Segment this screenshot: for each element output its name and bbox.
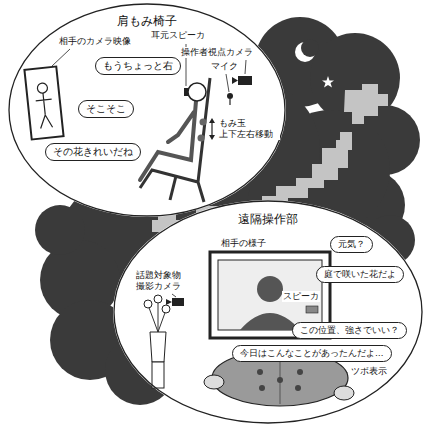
speech-bubble: その花きれいだね <box>45 143 141 161</box>
speech-bubble: 庭で咲いた花だよ <box>316 266 404 283</box>
hand <box>204 375 224 389</box>
region-title: 肩もみ椅子 <box>8 14 286 28</box>
pressure-point <box>277 377 283 383</box>
camera-icon <box>238 76 252 85</box>
speech-bubble: この位置、強さでいい？ <box>292 322 407 339</box>
massage-ball <box>198 135 205 142</box>
speech-bubble: そこそこ <box>78 100 134 118</box>
camera-image-frame <box>24 67 63 140</box>
leader-line <box>52 49 70 66</box>
speech-bubble: 今日はこんなことがあったんだよ… <box>232 345 392 362</box>
leader-line <box>226 74 229 92</box>
cloud-part <box>35 205 85 255</box>
picture-frame <box>24 67 63 140</box>
part-label: 相手の様子 <box>220 238 267 249</box>
figure-body <box>35 92 55 128</box>
massage-ball <box>200 119 207 126</box>
leader-line <box>172 294 176 297</box>
mic-stand <box>229 99 230 105</box>
camera-lens <box>232 77 238 84</box>
speech-text: もうちょっと右 <box>103 60 173 72</box>
figure-head <box>37 83 48 94</box>
speech-text: 庭で咲いた花だよ <box>324 269 396 280</box>
region-title: 遠隔操作部 <box>113 212 423 226</box>
vase <box>150 332 166 362</box>
ellipse-border <box>9 4 285 216</box>
speech-text: 今日はこんなことがあったんだよ… <box>240 348 384 358</box>
speech-text: そこそこ <box>86 103 126 115</box>
map-island <box>344 84 388 124</box>
moon-shadow <box>301 39 319 57</box>
partner-body <box>240 313 300 330</box>
part-label: ツボ表示 <box>350 366 388 377</box>
part-label: 耳元スピーカ <box>150 30 206 41</box>
vase-stand <box>152 362 164 388</box>
region-ellipse: 遠隔操作部元気？ 庭で咲いた花だよこの位置、強さでいい？ 今日はこんなことがあったん… <box>113 200 423 424</box>
star <box>322 76 334 88</box>
speech-text: その花きれいだね <box>53 146 133 158</box>
partner-head <box>257 276 283 302</box>
move-arrow <box>211 121 212 137</box>
chair-frame <box>140 78 210 202</box>
speech-text: 元気？ <box>338 239 365 250</box>
topic-camera <box>172 298 184 306</box>
person-body <box>140 101 196 180</box>
pressure-point <box>259 385 265 391</box>
speech-bubble: 元気？ <box>330 236 373 253</box>
part-label: 話題対象物 撮影カメラ <box>135 270 187 292</box>
mic-icon <box>227 93 233 99</box>
speaker-icon <box>306 306 318 313</box>
speech-bubble: もうちょっと右 <box>95 57 181 75</box>
ellipse-border <box>114 201 422 423</box>
arrow-head <box>209 118 215 123</box>
region-ground <box>113 200 423 424</box>
flower <box>162 305 170 313</box>
monitor-screen <box>218 260 322 330</box>
part-label: もみ玉 上下左右移動 <box>218 118 280 140</box>
pressure-point <box>297 369 303 375</box>
hand <box>334 386 354 400</box>
flower <box>144 300 152 308</box>
ellipse-outline <box>113 200 423 424</box>
ellipse-outline <box>8 3 286 217</box>
speech-text: この位置、強さでいい？ <box>300 325 399 336</box>
pressure-point <box>257 369 263 375</box>
arrow-head <box>209 135 215 140</box>
leader-line <box>245 60 246 74</box>
camera-lens <box>166 299 172 305</box>
part-label: マイク <box>210 61 239 72</box>
flower <box>154 295 162 303</box>
part-label: 相手のカメラ映像 <box>58 36 132 47</box>
person-head <box>188 83 206 101</box>
region-ground <box>8 3 286 217</box>
region-ellipse: 肩もみ椅子もうちょっと右そこそこその花きれいだね <box>8 3 286 217</box>
pressure-point <box>295 385 301 391</box>
part-label: スピーカ <box>282 291 320 302</box>
part-label: 操作者視点カメラ <box>180 47 254 58</box>
ear-speaker <box>184 88 188 96</box>
